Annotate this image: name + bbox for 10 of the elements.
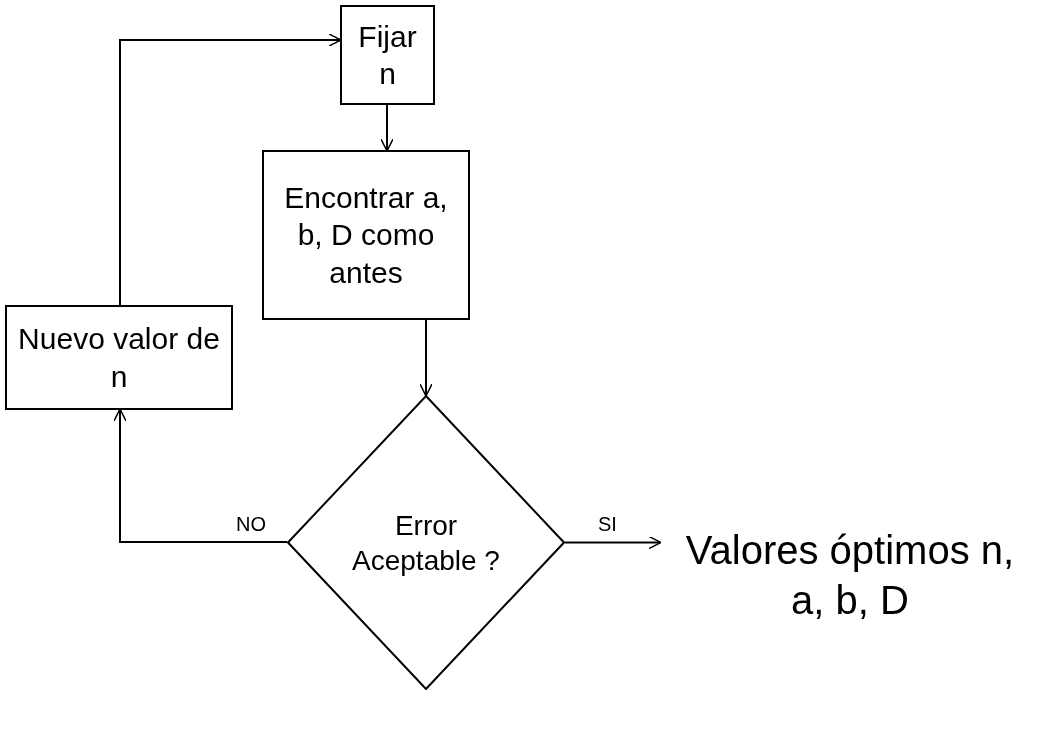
arrow (419, 319, 433, 397)
process-box: Fijar n (340, 5, 435, 105)
process-box: Nuevo valor de n (5, 305, 233, 410)
arrow (113, 408, 288, 543)
result-text: Valores óptimos n, a, b, D (660, 520, 1040, 630)
arrow (564, 535, 662, 550)
process-box: Encontrar a, b, D como antes (262, 150, 470, 320)
decision-diamond: Error Aceptable ? (287, 395, 565, 690)
arrow (119, 33, 342, 306)
arrow (380, 104, 394, 152)
